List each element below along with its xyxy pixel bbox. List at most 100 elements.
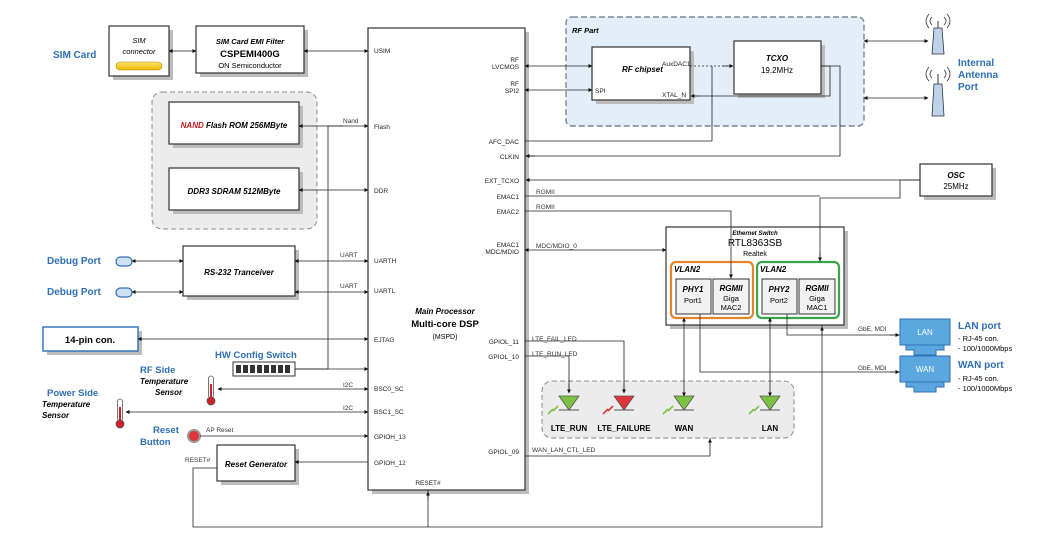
phy1-port: Port1 [684, 296, 702, 305]
pin-afc-dac: AFC_DAC [489, 139, 520, 146]
rf-sensor-line1: RF Side [140, 365, 175, 376]
rf-part-label: RF Part [572, 26, 599, 35]
phy1-label: PHY1 [683, 285, 704, 294]
sim-card-label: SIM Card [53, 50, 96, 61]
lan-port-detail-2: - 100/1000Mbps [958, 344, 1012, 353]
vlan-orange [669, 260, 755, 320]
reset-signal-label: RESET# [185, 457, 211, 464]
pin-usim: USIM [374, 48, 390, 55]
led-label-lan: LAN [762, 424, 779, 433]
sim-filter-line2: CSPEMI400G [220, 49, 280, 60]
pin-ddr: DDR [374, 188, 388, 195]
lte-run-led-signal: LTE_RUN_LED [532, 351, 578, 358]
power-sensor-line1: Power Side [47, 388, 98, 399]
connection-lines [125, 39, 929, 528]
main-processor: Main Processor Multi-core DSP (MSPD) USI… [367, 27, 529, 494]
antenna-icon-1 [925, 13, 951, 55]
debug-port-1-connector-icon [115, 256, 133, 267]
rgmii2-label: RGMII [805, 284, 829, 293]
ap-reset-signal: AP Reset [206, 427, 234, 434]
rgmii-signal-b: RGMII [536, 204, 555, 211]
rgmii1-line2: Giga [723, 294, 740, 303]
rgmii1-box [712, 278, 750, 315]
led-wan-icon [662, 395, 695, 415]
pin-clkin: CLKIN [500, 154, 519, 161]
sim-connector-line1: SIM [132, 36, 146, 45]
switch-vendor: Realtek [743, 251, 767, 258]
sim-emi-filter: SIM Card EMI Filter CSPEMI400G ON Semico… [195, 25, 308, 77]
rf-spi-pin: SPI [595, 88, 606, 95]
antenna-label-line1: Internal [958, 58, 994, 69]
pin-bsc1: BSC1_SC [374, 409, 404, 416]
vlan-green [755, 260, 841, 320]
pin-uartl: UARTL [374, 288, 396, 295]
antenna-label-line3: Port [958, 82, 979, 93]
rf-sensor-line3: Sensor [155, 388, 183, 397]
rs232-label: RS-232 Tranceiver [204, 268, 275, 277]
reset-generator: Reset Generator [216, 444, 299, 485]
rgmii1-line3: MAC2 [721, 303, 742, 312]
reset-generator-label: Reset Generator [225, 460, 288, 469]
osc-box: OSC 25MHz [919, 163, 996, 200]
rf-chipset-label: RF chipset [622, 65, 663, 74]
rf-part-panel: RF Part RF chipset SPI AuxDAC1 XTAL_N TC… [565, 16, 865, 127]
lan-port-icon: LAN [899, 318, 951, 356]
rs232-transceiver: RS-232 Tranceiver [182, 245, 299, 300]
switch-caption: Ethernet Switch [732, 231, 778, 237]
pin-flash: Flash [374, 124, 390, 131]
wan-port-detail-1: - RJ-45 con. [958, 374, 999, 383]
wan-lan-led-signal: WAN_LAN_CTL_LED [532, 447, 596, 454]
rf-sensor-line2: Temperature [140, 377, 189, 386]
pin-ejtag: EJTAG [374, 337, 394, 344]
led-label-lte-failure: LTE_FAILURE [597, 424, 651, 433]
lte-fail-led-signal: LTE_FAIL_LED [532, 336, 577, 343]
gbe-signal-2: GbE, MDI [858, 365, 887, 372]
pin-uarth: UARTH [374, 258, 397, 265]
main-processor-sub: (MSPD) [433, 334, 458, 341]
vlan-orange-label: VLAN2 [674, 265, 701, 274]
sim-card-icon [115, 61, 163, 71]
led-lte-run-icon [547, 395, 580, 415]
antenna-icon-2 [925, 66, 951, 117]
sim-connector: SIM connector [108, 25, 173, 80]
wan-port-icon: WAN [899, 355, 951, 393]
tcxo-label: TCXO [766, 54, 789, 63]
pin-emac1: EMAC1 [497, 194, 520, 201]
nand-flash-label: NAND Flash ROM 256MByte [181, 121, 288, 130]
reset-button-line1: Reset [153, 425, 180, 436]
rgmii2-line3: MAC1 [807, 303, 828, 312]
debug-port-1-label: Debug Port [47, 256, 102, 267]
rgmii-signal-a: RGMII [536, 189, 555, 196]
rf-thermometer-icon [206, 375, 216, 406]
hw-config-switch-icon [232, 361, 296, 377]
ddr3-label: DDR3 SDRAM 512MByte [188, 187, 281, 196]
phy1-box [675, 278, 712, 315]
rf-chipset-box [591, 46, 691, 101]
switch-name: RTL8363SB [728, 238, 783, 249]
memory-group: NAND Flash ROM 256MByte DDR3 SDRAM 512MB… [151, 91, 318, 230]
mdc-signal: MDC/MDIO_0 [536, 243, 577, 250]
led-lte-failure-icon [602, 395, 635, 415]
antenna-label-line2: Antenna [958, 70, 998, 81]
lan-port-detail-1: - RJ-45 con. [958, 334, 999, 343]
debug-port-2-label: Debug Port [47, 287, 102, 298]
led-group: LTE_RUN LTE_FAILURE WAN LAN [541, 380, 795, 439]
lan-badge: LAN [917, 328, 933, 337]
wan-badge: WAN [916, 365, 935, 374]
osc-label: OSC [947, 171, 965, 180]
i2c-signal-2: I2C [343, 405, 353, 412]
pin-gpiol09: GPIOL_09 [488, 449, 519, 456]
pin-gpioh12: GPIOH_12 [374, 460, 406, 467]
phy2-box [761, 278, 798, 315]
rgmii2-box [798, 278, 836, 315]
power-sensor-line3: Sensor [42, 411, 70, 420]
power-thermometer-icon [115, 398, 125, 429]
jtag-connector: 14-pin con. [42, 326, 142, 355]
pin-gpioh13: GPIOH_13 [374, 434, 406, 441]
rf-xtal-pin: XTAL_N [662, 92, 686, 99]
led-label-lte-run: LTE_RUN [551, 424, 588, 433]
nand-signal-label: Nand [343, 118, 359, 125]
